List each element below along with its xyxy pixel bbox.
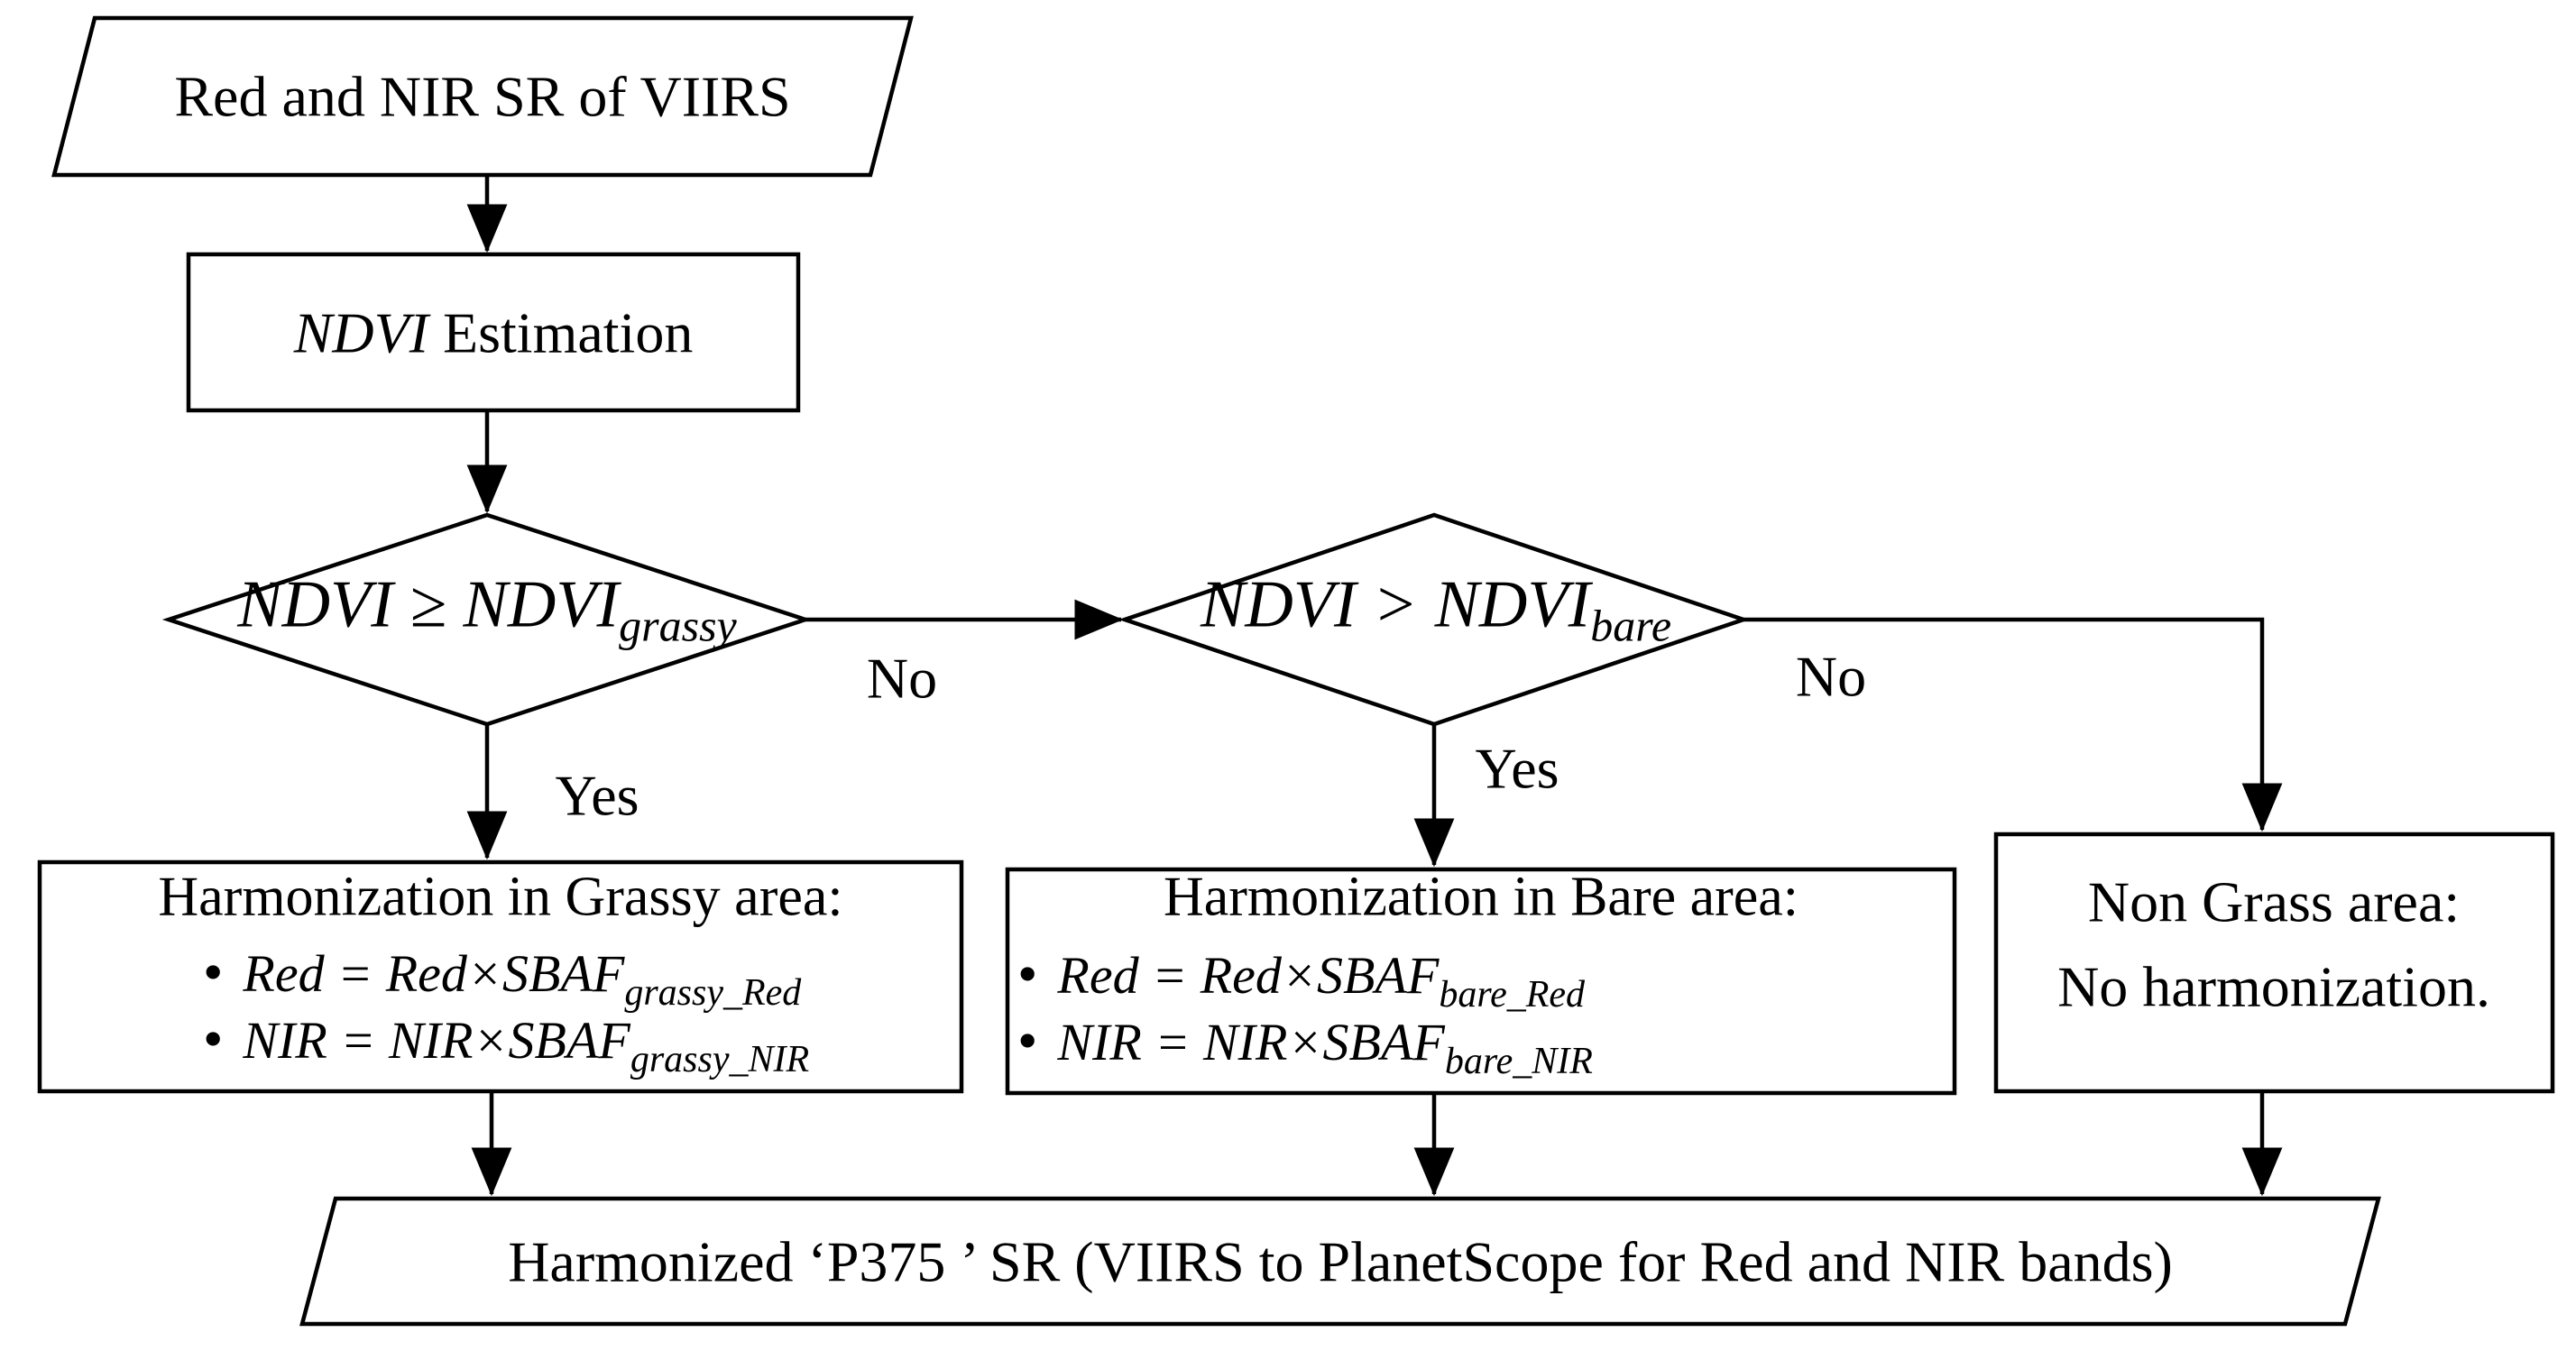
grassy-formula-red: • Red = Red×SBAFgrassy_Red (203, 943, 801, 1012)
bare-formula-nir-subscript: bare_NIR (1444, 1040, 1593, 1082)
edge-label-no-1: No (866, 646, 938, 711)
input-label: Red and NIR SR of VIIRS (174, 64, 791, 129)
arrow-no-to-non-grass-box (1743, 617, 2283, 832)
bare-formula-nir-main: NIR = NIR×SBAF (1057, 1013, 1445, 1072)
bullet-icon: • (203, 940, 224, 1005)
bullet-icon: • (203, 1006, 224, 1071)
grassy-box-title: Harmonization in Grassy area: (158, 866, 843, 928)
edge-label-no-2: No (1795, 644, 1867, 709)
grassy-harmonization-box (37, 859, 964, 1094)
grassy-decision-condition: NDVI ≥ NDVI (237, 567, 620, 642)
bare-decision-condition: NDVI > NDVI (1200, 567, 1591, 642)
bare-decision-subscript: bare (1590, 600, 1672, 651)
non-grass-line-2: No harmonization. (2057, 954, 2490, 1019)
grassy-formula-nir-main: NIR = NIR×SBAF (243, 1011, 630, 1071)
bare-decision-label: NDVI > NDVIbare (1200, 567, 1672, 651)
ndvi-estimation-box (186, 252, 801, 413)
bullet-icon: • (1017, 1008, 1038, 1073)
bare-formula-red: • Red = Red×SBAFbare_Red (1017, 945, 1585, 1014)
bare-formula-nir: •NIR = NIR×SBAFbare_NIR (1017, 1012, 1593, 1080)
bare-formula-red-subscript: bare_Red (1439, 973, 1586, 1016)
grassy-decision-label: NDVI ≥ NDVIgrassy (237, 567, 737, 651)
bare-formula-red-main: Red = Red×SBAF (1057, 946, 1440, 1006)
ndvi-estimation-label-math: NDVI (293, 300, 428, 365)
edge-label-yes-2: Yes (1475, 736, 1559, 801)
grassy-decision-subscript: grassy (619, 600, 737, 651)
bare-box-title: Harmonization in Bare area: (1163, 866, 1799, 928)
input-parallelogram (51, 15, 914, 178)
output-label: Harmonized ‘P375 ’ SR (VIIRS to PlanetSc… (508, 1229, 2173, 1294)
grassy-formula-nir: •NIR = NIR×SBAFgrassy_NIR (203, 1010, 809, 1079)
bare-harmonization-box (1005, 867, 1957, 1096)
non-grass-line-1: Non Grass area: (2087, 869, 2461, 934)
output-parallelogram (299, 1196, 2381, 1327)
ndvi-estimation-label-text: Estimation (428, 300, 694, 365)
ndvi-estimation-label: NDVI Estimation (294, 302, 694, 363)
bullet-icon: • (1017, 942, 1038, 1006)
grassy-formula-red-subscript: grassy_Red (624, 971, 802, 1014)
grassy-formula-red-main: Red = Red×SBAF (243, 944, 625, 1004)
edge-label-yes-1: Yes (555, 763, 639, 828)
non-grass-box (1993, 832, 2555, 1094)
grassy-formula-nir-subscript: grassy_NIR (630, 1038, 810, 1080)
